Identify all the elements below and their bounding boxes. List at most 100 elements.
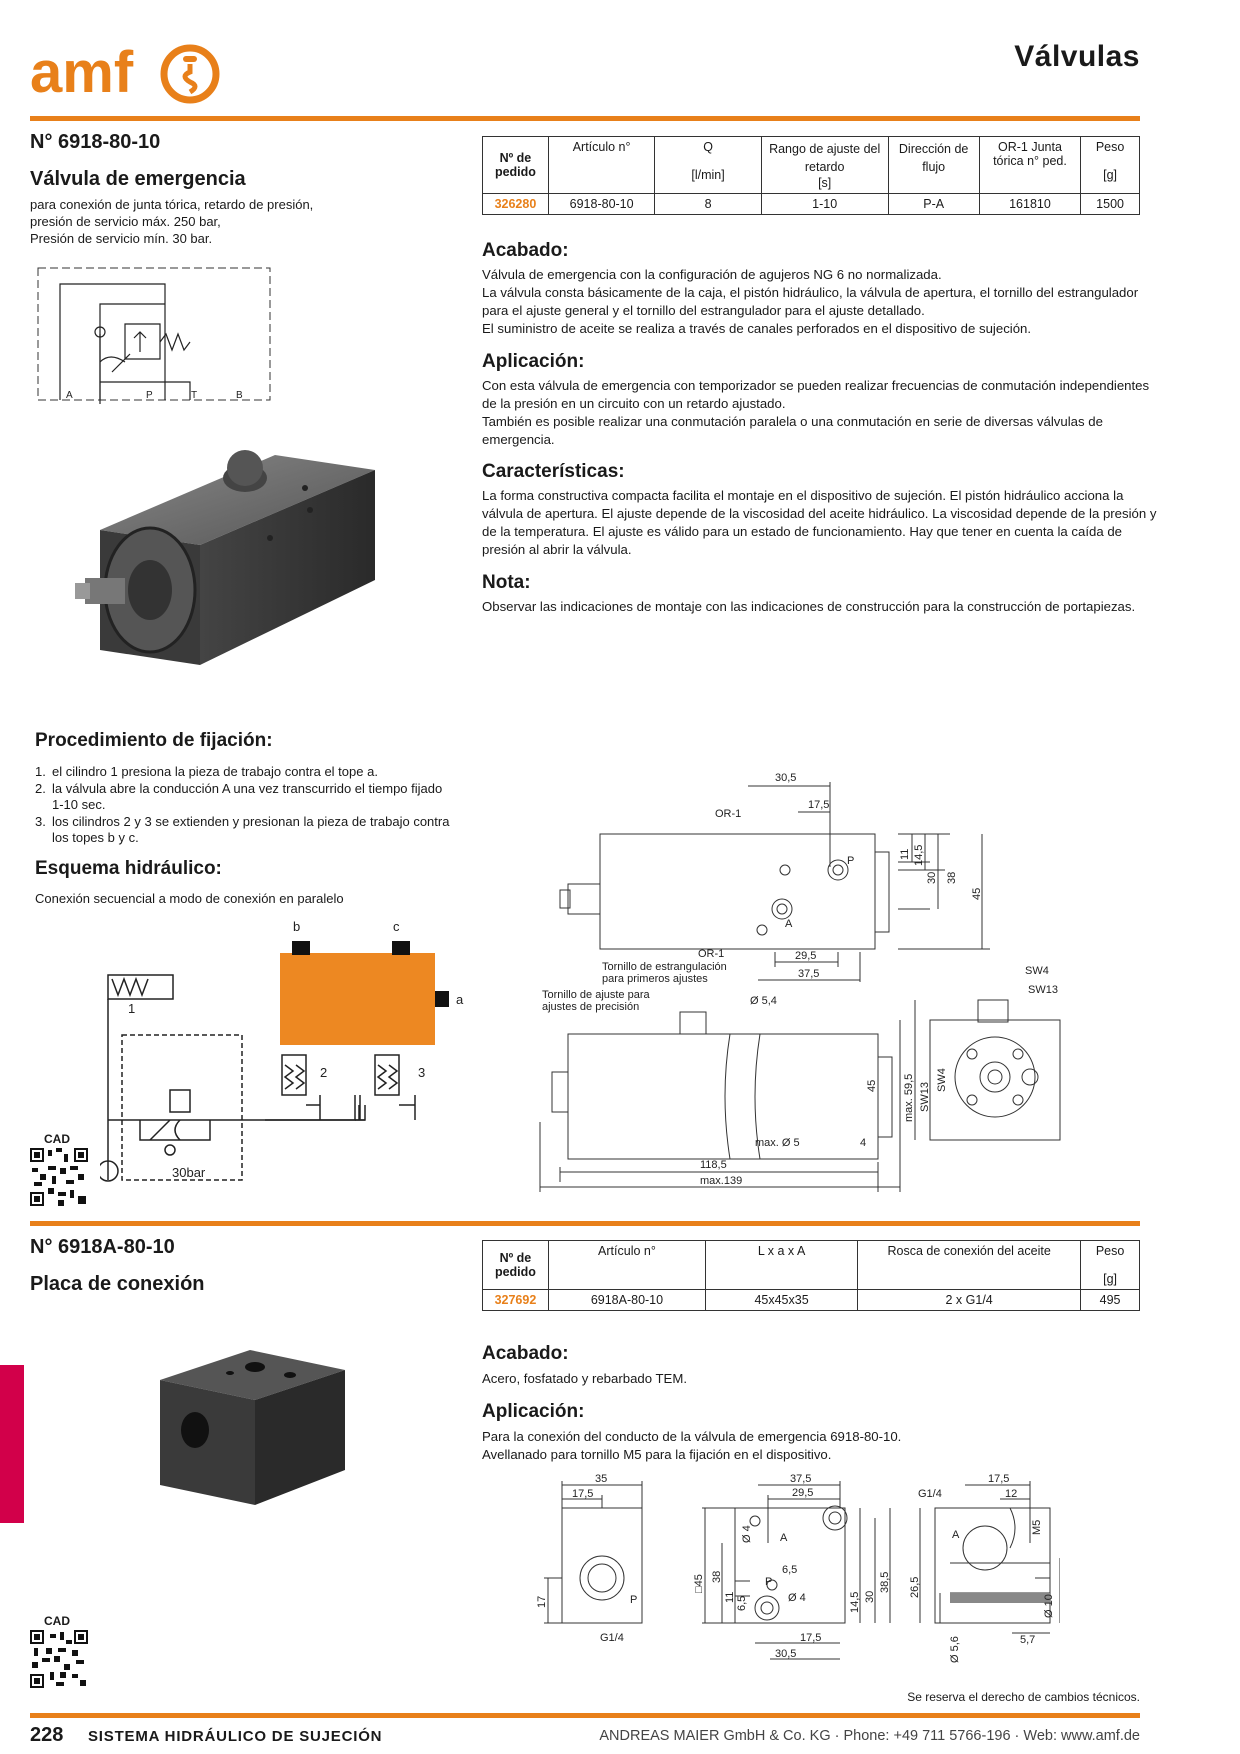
svg-text:Tornillo de ajuste para: Tornillo de ajuste para <box>542 989 651 1001</box>
product2-number: N° 6918A-80-10 <box>30 1236 175 1258</box>
svg-text:35: 35 <box>595 1473 607 1485</box>
header-rule <box>30 116 1140 121</box>
svg-text:SW4: SW4 <box>1025 965 1049 977</box>
col-weight-header: Peso [g] <box>1080 1240 1140 1290</box>
product1-spec-table: Nº de pedido Artículo n° Q [l/min] Rango… <box>482 136 1140 215</box>
svg-text:30: 30 <box>926 872 938 884</box>
svg-text:38: 38 <box>711 1571 723 1583</box>
svg-text:b: b <box>293 919 300 934</box>
svg-text:11: 11 <box>899 849 911 860</box>
note-text: Observar las indicaciones de montaje con… <box>482 599 1136 614</box>
svg-text:Ø 5,4: Ø 5,4 <box>750 995 777 1007</box>
svg-text:max.139: max.139 <box>700 1175 742 1187</box>
svg-text:17,5: 17,5 <box>800 1632 821 1644</box>
col-dir-header: Dirección de flujo <box>887 136 980 194</box>
table-row: 326280 6918-80-10 8 1-10 P-A 161810 1500 <box>482 193 1140 215</box>
page-number: 228 <box>30 1724 64 1746</box>
product2-name: Placa de conexión <box>30 1273 205 1295</box>
valve-photo <box>75 450 375 665</box>
svg-text:6,5: 6,5 <box>736 1596 748 1611</box>
plate-dimension-drawing: 35 17,5 17 P G1/4 37,5 29,5 □45 38 Ø 4 A… <box>536 1473 1060 1663</box>
col-article-header: Artículo n° <box>547 136 656 194</box>
hydraulic-scheme-diagram: b c a 1 2 3 30bar <box>100 919 464 1182</box>
svg-text:5,7: 5,7 <box>1020 1634 1035 1646</box>
cad-qr-code-1[interactable] <box>30 1148 88 1206</box>
col-q-header: Q [l/min] <box>654 136 762 194</box>
features-heading: Características: <box>482 461 625 482</box>
svg-text:45: 45 <box>866 1080 878 1092</box>
svg-text:A: A <box>952 1529 960 1541</box>
application-text: Con esta válvula de emergencia con tempo… <box>482 378 1150 447</box>
svg-text:29,5: 29,5 <box>792 1487 813 1499</box>
scheme-heading: Esquema hidráulico: <box>35 858 222 879</box>
col-article-header: Artículo n° <box>547 1240 707 1290</box>
svg-text:30bar: 30bar <box>172 1165 206 1180</box>
svg-text:Ø 4: Ø 4 <box>741 1525 753 1543</box>
list-item: 2.la válvula abre la conducción A una ve… <box>35 780 443 813</box>
svg-text:A: A <box>780 1532 788 1544</box>
col-or-header: OR-1 Junta tórica n° ped. <box>978 136 1082 194</box>
finish2-text: Acero, fosfatado y rebarbado TEM. <box>482 1371 688 1386</box>
cad-label-2: CAD <box>44 1614 70 1628</box>
svg-text:T: T <box>191 390 197 401</box>
svg-text:17,5: 17,5 <box>988 1473 1009 1485</box>
svg-text:38,5: 38,5 <box>879 1572 891 1593</box>
col-order-header: Nº de pedido <box>482 136 549 194</box>
finish-heading: Acabado: <box>482 240 569 261</box>
footer-section: SISTEMA HIDRÁULICO DE SUJECIÓN <box>88 1728 383 1745</box>
features-text: La forma constructiva compacta facilita … <box>482 488 1157 557</box>
amf-logo: amf <box>30 40 220 105</box>
svg-text:14,5: 14,5 <box>913 845 925 866</box>
list-item: 1.el cilindro 1 presiona la pieza de tra… <box>35 764 378 779</box>
application-heading: Aplicación: <box>482 351 585 372</box>
col-thread-header: Rosca de conexión del aceite <box>857 1240 1082 1290</box>
svg-text:30: 30 <box>864 1591 876 1603</box>
col-order-header: Nº de pedido <box>482 1240 549 1290</box>
svg-text:Tornillo de estrangulación: Tornillo de estrangulación <box>602 961 727 973</box>
svg-text:M5: M5 <box>1031 1520 1043 1535</box>
product1-description: para conexión de junta tórica, retardo d… <box>30 197 314 246</box>
svg-text:2: 2 <box>320 1065 327 1080</box>
svg-text:A: A <box>785 918 793 930</box>
scheme-text: Conexión secuencial a modo de conexión e… <box>35 891 344 906</box>
application2-heading: Aplicación: <box>482 1401 585 1422</box>
list-item: 3.los cilindros 2 y 3 se extienden y pre… <box>35 813 450 846</box>
reserve-notice: Se reserva el derecho de cambios técnico… <box>907 1690 1140 1704</box>
svg-text:□45: □45 <box>693 1574 705 1593</box>
svg-text:4: 4 <box>860 1137 866 1149</box>
section-tab <box>0 1365 24 1523</box>
svg-text:Ø 10: Ø 10 <box>1043 1594 1055 1618</box>
svg-text:11: 11 <box>724 1592 736 1603</box>
product2-rule <box>30 1221 1140 1226</box>
cad-qr-code-2[interactable] <box>30 1630 88 1688</box>
svg-text:G1/4: G1/4 <box>918 1488 942 1500</box>
order-number-cell[interactable]: 327692 <box>482 1289 549 1311</box>
svg-text:17: 17 <box>536 1596 548 1608</box>
svg-text:OR-1: OR-1 <box>715 808 741 820</box>
valve-symbol-diagram: A P T B <box>37 267 271 404</box>
order-number-cell[interactable]: 326280 <box>482 193 549 215</box>
svg-text:para primeros ajustes: para primeros ajustes <box>602 973 708 985</box>
svg-text:ajustes de precisión: ajustes de precisión <box>542 1001 639 1013</box>
svg-text:max. Ø 5: max. Ø 5 <box>755 1137 800 1149</box>
svg-text:a: a <box>456 992 464 1007</box>
svg-text:12: 12 <box>1005 1488 1017 1500</box>
svg-text:26,5: 26,5 <box>909 1577 921 1598</box>
procedure-heading: Procedimiento de fijación: <box>35 730 273 751</box>
product1-name: Válvula de emergencia <box>30 168 246 190</box>
svg-text:c: c <box>393 919 400 934</box>
svg-text:Ø 4: Ø 4 <box>788 1592 806 1604</box>
col-dims-header: L x a x A <box>705 1240 859 1290</box>
svg-text:6,5: 6,5 <box>782 1564 797 1576</box>
col-weight-header: Peso [g] <box>1080 136 1140 194</box>
svg-text:G1/4: G1/4 <box>600 1632 624 1644</box>
svg-text:17,5: 17,5 <box>808 799 829 811</box>
svg-text:SW13: SW13 <box>1028 984 1058 996</box>
svg-text:17,5: 17,5 <box>572 1488 593 1500</box>
svg-text:29,5: 29,5 <box>795 950 816 962</box>
svg-text:P: P <box>630 1594 637 1606</box>
footer-company: ANDREAS MAIER GmbH & Co. KG · Phone: +49… <box>599 1728 1140 1744</box>
product1-number: N° 6918-80-10 <box>30 131 161 153</box>
svg-text:SW4: SW4 <box>936 1068 948 1092</box>
finish2-heading: Acabado: <box>482 1343 569 1364</box>
